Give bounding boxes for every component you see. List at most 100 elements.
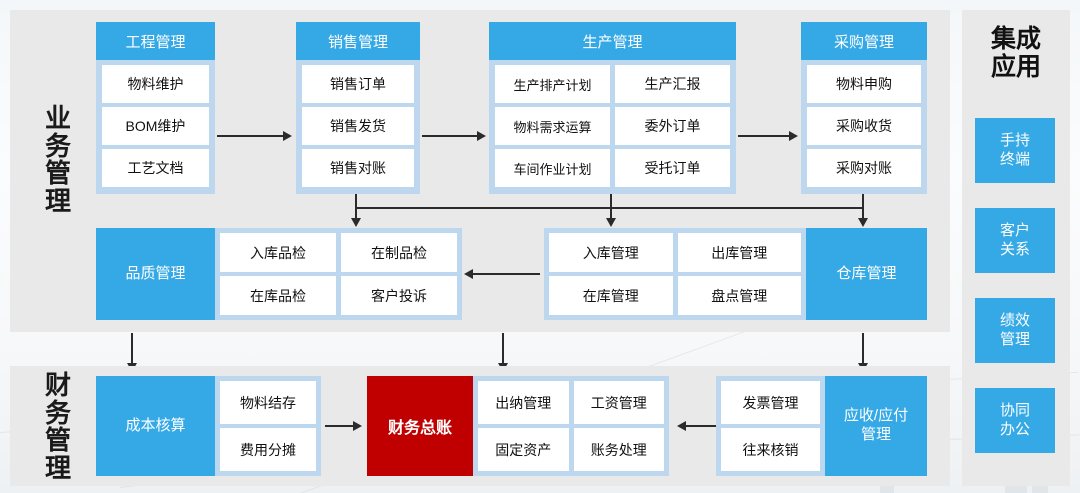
connector-warehouse-to-quality	[472, 273, 540, 275]
connector-bus-to-warehouse-right	[862, 207, 864, 220]
connector-sales-to-production	[422, 135, 478, 137]
group-quality[interactable]: 品质管理 入库品检 在制品检 在库品检 客户投诉	[96, 228, 462, 320]
card-procurement-2[interactable]: 采购收货	[807, 107, 921, 145]
card-production-3[interactable]: 物料需求运算	[495, 107, 610, 145]
card-procurement-1[interactable]: 物料申购	[807, 65, 921, 103]
business-label-char-2: 务	[44, 130, 71, 161]
card-cost-2[interactable]: 费用分摊	[220, 428, 316, 471]
business-label-char-3: 管	[44, 158, 71, 189]
arrowhead-receivable-to-ledger	[677, 421, 686, 431]
card-receivable-1[interactable]: 发票管理	[721, 381, 820, 424]
group-receivable-payable-title: 应收/应付 管理	[825, 376, 927, 476]
rail-tile-handheld-terminal[interactable]: 手持 终端	[975, 118, 1055, 183]
group-warehouse-title: 仓库管理	[806, 228, 927, 320]
group-production[interactable]: 生产管理 生产排产计划 生产汇报 物料需求运算 委外订单 车间作业计划 受托订单	[489, 22, 736, 194]
group-ledger-functions[interactable]: 出纳管理 工资管理 固定资产 账务处理	[473, 376, 669, 476]
connector-distribution-bus	[355, 207, 864, 209]
connector-warehouse-to-ledger	[502, 333, 504, 365]
card-production-2[interactable]: 生产汇报	[615, 65, 730, 103]
finance-label-char-2: 务	[44, 397, 71, 428]
receivable-title-line-1: 应收/应付	[843, 407, 909, 425]
arrowhead-engineering-to-sales	[283, 131, 292, 141]
card-engineering-2[interactable]: BOM维护	[102, 107, 209, 145]
card-production-6[interactable]: 受托订单	[615, 149, 730, 187]
card-quality-3[interactable]: 在库品检	[220, 276, 336, 315]
connector-engineering-to-sales	[217, 135, 285, 137]
integrated-apps-title-line-1: 集成	[990, 25, 1041, 53]
card-sales-1[interactable]: 销售订单	[302, 65, 414, 103]
connector-cost-to-ledger	[325, 425, 355, 427]
card-engineering-1[interactable]: 物料维护	[102, 65, 209, 103]
customer-relations-line-1: 客户	[999, 221, 1030, 239]
card-quality-4[interactable]: 客户投诉	[341, 276, 457, 315]
card-warehouse-4[interactable]: 盘点管理	[677, 276, 801, 315]
group-production-title: 生产管理	[489, 22, 736, 60]
integrated-apps-title-line-2: 应用	[990, 52, 1041, 81]
business-panel-label: 业 务 管 理	[30, 103, 86, 216]
group-sales-title: 销售管理	[296, 22, 420, 60]
rail-tile-collaborative-office[interactable]: 协同 办公	[975, 388, 1055, 453]
card-production-1[interactable]: 生产排产计划	[495, 65, 610, 103]
connector-production-to-procurement	[738, 135, 790, 137]
arrowhead-warehouse-to-quality	[464, 269, 473, 279]
collaborative-office-line-2: 办公	[999, 420, 1030, 438]
finance-label-char-1: 财	[44, 370, 71, 400]
connector-warehouse-to-receivable	[862, 333, 864, 365]
connector-production-down-stub	[610, 194, 612, 208]
card-quality-2[interactable]: 在制品检	[341, 233, 457, 272]
group-receivable-payable[interactable]: 发票管理 往来核销 应收/应付 管理	[716, 376, 927, 476]
arrowhead-bus-to-warehouse-right	[858, 218, 868, 227]
card-production-5[interactable]: 车间作业计划	[495, 149, 610, 187]
rail-tile-performance-management[interactable]: 绩效 管理	[975, 298, 1055, 363]
finance-label-char-4: 理	[44, 452, 71, 483]
integrated-apps-title: 集成 应用	[962, 25, 1070, 81]
card-procurement-3[interactable]: 采购对账	[807, 149, 921, 187]
card-quality-1[interactable]: 入库品检	[220, 233, 336, 272]
connector-receivable-to-ledger	[685, 425, 733, 427]
rail-tile-customer-relations[interactable]: 客户 关系	[975, 208, 1055, 273]
card-warehouse-3[interactable]: 在库管理	[549, 276, 673, 315]
card-receivable-2[interactable]: 往来核销	[721, 428, 820, 471]
finance-panel-label: 财 务 管 理	[30, 370, 86, 483]
business-label-char-4: 理	[44, 185, 71, 216]
handheld-terminal-line-2: 终端	[999, 150, 1030, 168]
card-sales-3[interactable]: 销售对账	[302, 149, 414, 187]
arrowhead-production-to-procurement	[789, 131, 798, 141]
group-cost-accounting[interactable]: 成本核算 物料结存 费用分摊	[96, 376, 321, 476]
card-ledger-4[interactable]: 账务处理	[573, 428, 664, 471]
group-cost-accounting-title: 成本核算	[96, 376, 215, 476]
card-sales-2[interactable]: 销售发货	[302, 107, 414, 145]
connector-bus-to-warehouse-left	[610, 207, 612, 220]
card-production-4[interactable]: 委外订单	[615, 107, 730, 145]
group-warehouse[interactable]: 入库管理 出库管理 在库管理 盘点管理 仓库管理	[544, 228, 927, 320]
card-warehouse-1[interactable]: 入库管理	[549, 233, 673, 272]
connector-quality-to-cost	[131, 333, 133, 365]
card-cost-1[interactable]: 物料结存	[220, 381, 316, 424]
connector-bus-to-quality	[355, 207, 357, 220]
group-engineering-title: 工程管理	[96, 22, 215, 60]
arrowhead-bus-to-warehouse-left	[606, 218, 616, 227]
business-label-char-1: 业	[44, 103, 71, 133]
group-procurement[interactable]: 采购管理 物料申购 采购收货 采购对账	[801, 22, 927, 194]
card-ledger-2[interactable]: 工资管理	[573, 381, 664, 424]
arrowhead-bus-to-quality	[351, 218, 361, 227]
customer-relations-line-2: 关系	[999, 240, 1030, 258]
card-engineering-3[interactable]: 工艺文档	[102, 149, 209, 187]
group-quality-title: 品质管理	[96, 228, 215, 320]
group-general-ledger[interactable]: 财务总账	[367, 376, 473, 476]
group-engineering[interactable]: 工程管理 物料维护 BOM维护 工艺文档	[96, 22, 215, 194]
collaborative-office-line-1: 协同	[999, 401, 1030, 419]
connector-sales-down-stub	[355, 194, 357, 208]
receivable-title-line-2: 管理	[860, 426, 891, 443]
performance-management-line-2: 管理	[999, 330, 1030, 348]
finance-label-char-3: 管	[44, 425, 71, 456]
group-sales[interactable]: 销售管理 销售订单 销售发货 销售对账	[296, 22, 420, 194]
performance-management-line-1: 绩效	[999, 311, 1030, 329]
card-warehouse-2[interactable]: 出库管理	[677, 233, 801, 272]
connector-procurement-down-stub	[862, 194, 864, 208]
group-procurement-title: 采购管理	[801, 22, 927, 60]
card-ledger-3[interactable]: 固定资产	[478, 428, 569, 471]
handheld-terminal-line-1: 手持	[999, 131, 1030, 149]
card-ledger-1[interactable]: 出纳管理	[478, 381, 569, 424]
